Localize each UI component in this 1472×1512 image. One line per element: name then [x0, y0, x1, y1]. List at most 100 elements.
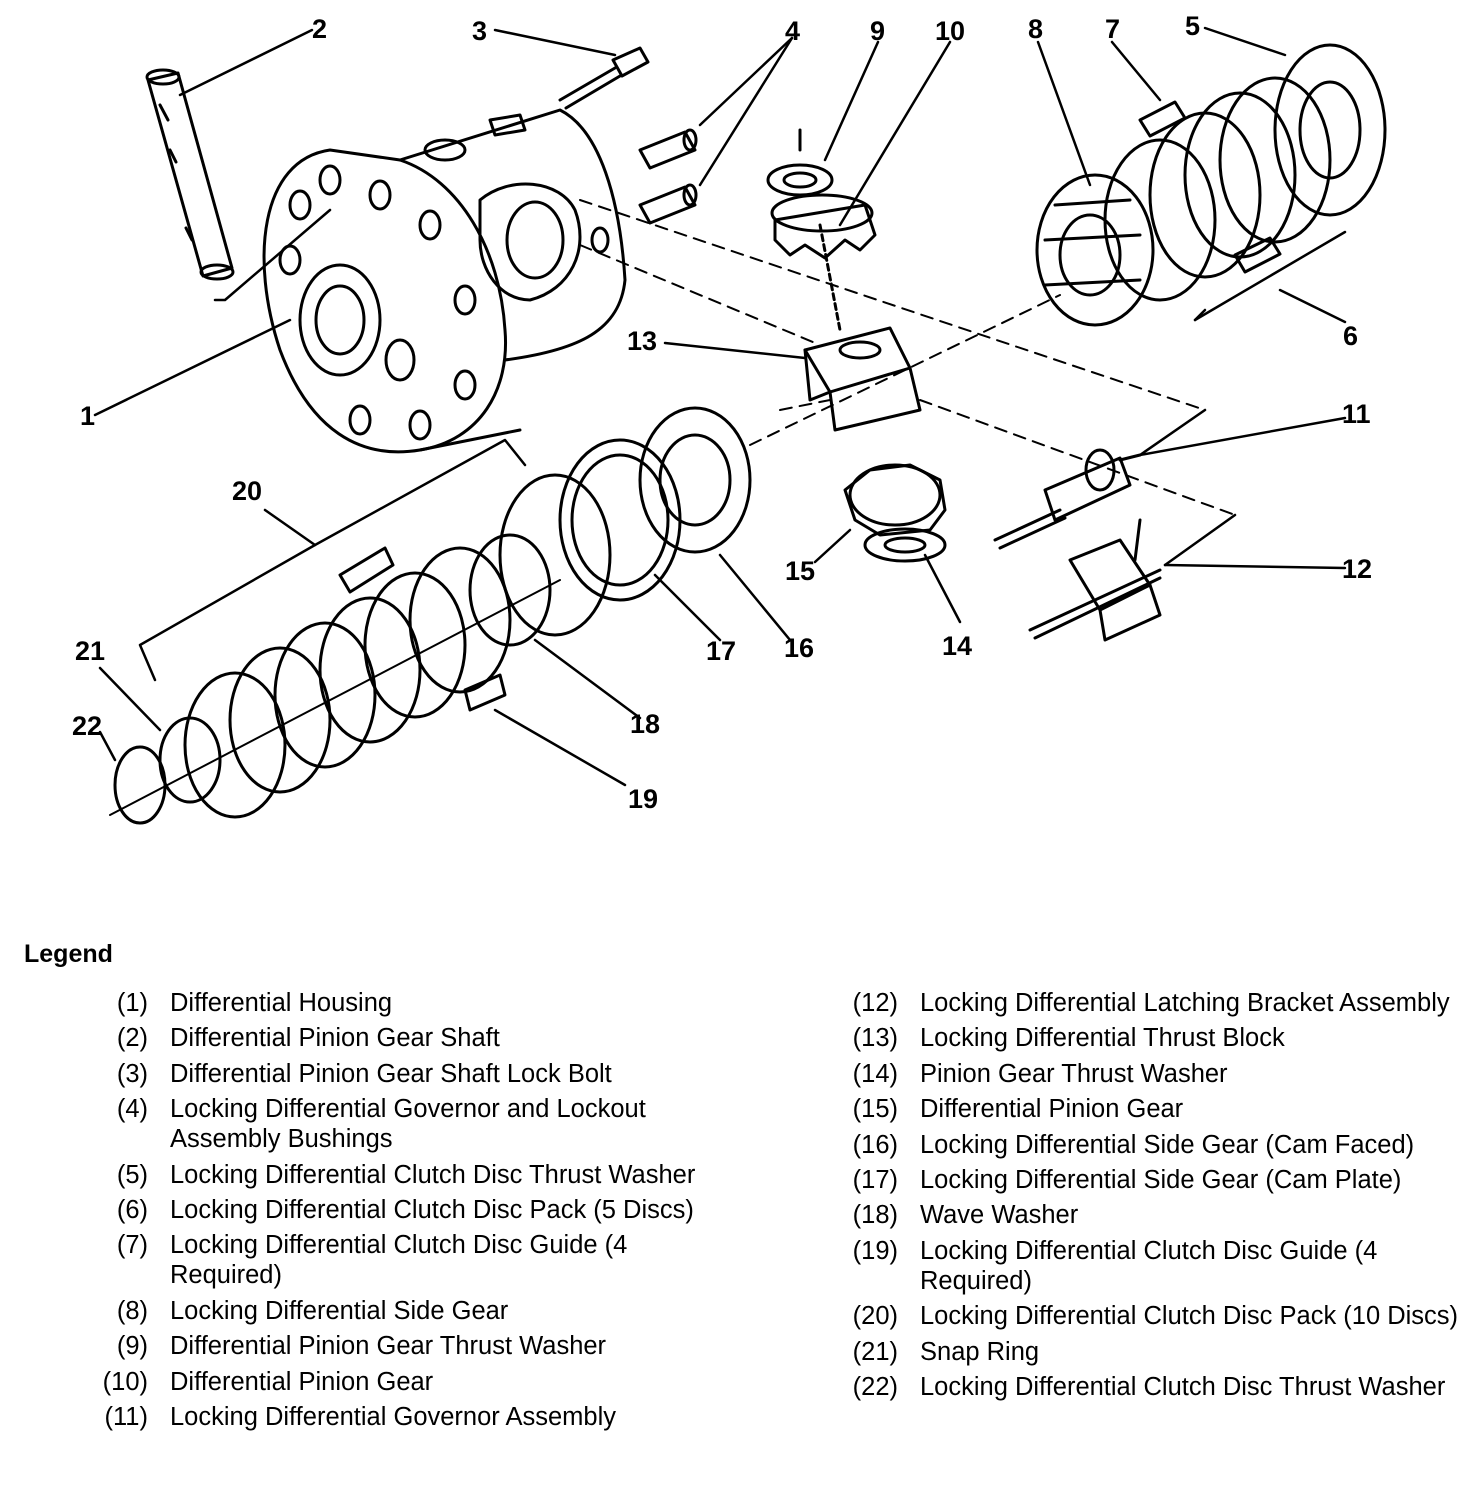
callout-6: 6 — [1343, 321, 1358, 351]
legend-item: (1) Differential Housing — [76, 988, 716, 1018]
callout-4: 4 — [785, 16, 800, 46]
legend-item: (9) Differential Pinion Gear Thrust Washe… — [76, 1331, 716, 1361]
legend-item-number: (5) — [116, 1160, 148, 1189]
legend-item-text: Locking Differential Clutch Disc Thrust … — [920, 1372, 1446, 1401]
legend-item: (5) Locking Differential Clutch Disc Thru… — [76, 1160, 716, 1190]
legend-item-text: Differential Pinion Gear Thrust Washer — [170, 1332, 607, 1361]
legend-item-text: Locking Differential Clutch Disc Pack (1… — [920, 1302, 1459, 1331]
upper-clutch-pack-drawing — [1035, 43, 1387, 327]
legend-item: (3) Differential Pinion Gear Shaft Lock B… — [76, 1059, 716, 1089]
legend-item-text: Locking Differential Latching Bracket As… — [920, 989, 1450, 1017]
legend-item: (2) Differential Pinion Gear Shaft — [76, 1023, 716, 1053]
legend-title: Legend — [24, 940, 113, 968]
callout-1: 1 — [80, 401, 95, 431]
callout-14: 14 — [942, 631, 972, 661]
callout-12: 12 — [1342, 554, 1372, 584]
bushings-drawing — [638, 128, 698, 225]
legend-item-text: Differential Pinion Gear — [920, 1095, 1184, 1124]
legend-item: (12) Locking Differential Latching Bracke… — [826, 988, 1466, 1018]
legend-item-number: (20) — [852, 1302, 898, 1331]
callout-18: 18 — [630, 709, 660, 739]
callout-7: 7 — [1105, 14, 1120, 44]
callout-10: 10 — [935, 16, 965, 46]
legend-item-number: (1) — [116, 989, 148, 1017]
legend-item-text: Differential Pinion Gear Shaft — [170, 1024, 500, 1053]
callout-21: 21 — [75, 636, 105, 666]
legend-left-column: (1) Differential Housing (2) Differential P… — [76, 988, 716, 1437]
assembly-axes — [579, 199, 1236, 516]
legend-item-text: Locking Differential Clutch Disc Pack (5… — [170, 1195, 694, 1224]
callout-3: 3 — [472, 16, 487, 46]
legend-item-number: (10) — [102, 1367, 148, 1396]
legend-item-text: Differential Pinion Gear Shaft Lock Bolt — [170, 1059, 612, 1088]
legend-item-number: (16) — [852, 1130, 898, 1159]
legend-item-number: (7) — [116, 1231, 148, 1260]
legend-item-number: (14) — [852, 1059, 898, 1088]
legend-item-text: Pinion Gear Thrust Washer — [920, 1059, 1228, 1088]
legend-item-number: (17) — [852, 1165, 898, 1194]
callout-11: 11 — [1342, 399, 1371, 429]
pinion-gear-shaft-drawing — [145, 68, 235, 281]
legend-item-number: (18) — [852, 1201, 898, 1230]
legend-item-number: (13) — [852, 1024, 898, 1053]
legend-item-number: (22) — [852, 1372, 898, 1401]
lower-pinion-gear-drawing — [843, 463, 947, 563]
callout-5: 5 — [1185, 11, 1200, 41]
legend-item: (19)Locking Differential Clutch Disc Gui… — [826, 1236, 1466, 1296]
callout-20: 20 — [232, 476, 262, 506]
legend-item-number: (2) — [116, 1024, 148, 1053]
legend-item-text: Locking Differential Side Gear (Cam Face… — [920, 1130, 1415, 1159]
latching-bracket-drawing — [1028, 518, 1162, 642]
legend-item-number: (6) — [116, 1195, 148, 1224]
legend-item-text: Locking Differential Clutch Disc Guide (… — [170, 1231, 628, 1290]
legend-item-text: Locking Differential Governor and Lockou… — [170, 1095, 646, 1154]
legend-item-number: (12) — [852, 989, 898, 1017]
legend-item-number: (11) — [104, 1402, 148, 1431]
callout-2: 2 — [312, 14, 327, 44]
thrust-block-drawing — [803, 326, 922, 432]
legend-item: (4) Locking Differential Governor and Loc… — [76, 1094, 716, 1154]
legend-item: (7) Locking Differential Clutch Disc Guid… — [76, 1230, 716, 1290]
legend-item-number: (8) — [116, 1296, 148, 1325]
legend-item: (22) Locking Differential Clutch Disc Thr… — [826, 1372, 1466, 1402]
lower-side-gears-drawing — [558, 406, 752, 602]
legend-item: (21) Snap Ring — [826, 1337, 1466, 1367]
legend-item-text: Locking Differential Side Gear — [170, 1296, 509, 1325]
legend-item-text: Differential Pinion Gear — [170, 1367, 434, 1396]
leader-lines — [93, 26, 1347, 787]
legend-item-number: (15) — [852, 1095, 898, 1124]
callout-16: 16 — [784, 633, 814, 663]
callout-17: 17 — [706, 636, 736, 666]
governor-drawing — [993, 448, 1142, 550]
legend-item: (8) Locking Differential Side Gear — [76, 1296, 716, 1326]
legend-item: (14) Pinion Gear Thrust Washer — [826, 1059, 1466, 1089]
legend-item-number: (21) — [852, 1337, 898, 1366]
legend-item-text: Locking Differential Clutch Disc Guide (… — [920, 1236, 1378, 1295]
legend-item: (13) Locking Differential Thrust Block — [826, 1023, 1466, 1053]
legend-item-text: Differential Housing — [170, 989, 393, 1017]
upper-pinion-gear-drawing — [766, 128, 877, 332]
legend-item-text: Locking Differential Side Gear (Cam Plat… — [920, 1165, 1402, 1194]
callout-8: 8 — [1028, 14, 1043, 44]
lower-clutch-pack-drawing — [109, 473, 612, 825]
legend-item: (18) Wave Washer — [826, 1200, 1466, 1230]
legend-item-number: (4) — [116, 1095, 148, 1124]
legend-item-text: Wave Washer — [920, 1201, 1079, 1230]
legend-item: (10) Differential Pinion Gear — [76, 1367, 716, 1397]
callout-19: 19 — [628, 784, 658, 814]
callout-9: 9 — [870, 16, 885, 46]
legend-item-text: Locking Differential Thrust Block — [920, 1024, 1285, 1053]
legend-item-text: Locking Differential Clutch Disc Thrust … — [170, 1160, 696, 1189]
legend-right-column: (12) Locking Differential Latching Bracke… — [826, 988, 1466, 1407]
callout-15: 15 — [785, 556, 815, 586]
differential-housing-drawing — [262, 108, 627, 454]
legend-item-number: (3) — [116, 1059, 148, 1088]
legend-item-number: (9) — [116, 1332, 148, 1361]
exploded-diagram: 1 2 3 4 5 6 7 8 9 10 11 12 13 14 15 16 1… — [72, 11, 1387, 825]
legend-item-text: Locking Differential Governor Assembly — [170, 1402, 616, 1431]
callout-13: 13 — [627, 326, 657, 356]
callout-22: 22 — [72, 711, 102, 741]
legend-item-text: Snap Ring — [920, 1337, 1040, 1366]
legend-item: (20) Locking Differential Clutch Disc Pac… — [826, 1301, 1466, 1331]
lock-bolt-drawing — [558, 46, 650, 110]
